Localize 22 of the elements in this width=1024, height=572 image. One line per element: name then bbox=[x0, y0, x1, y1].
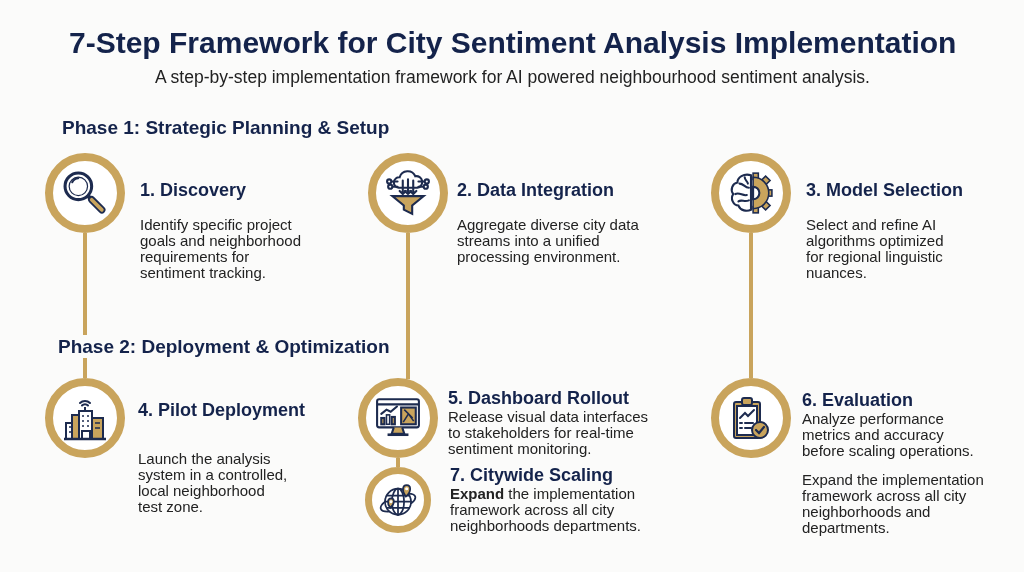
step-heading: 3. Model Selection bbox=[806, 179, 964, 201]
step-heading: 2. Data Integration bbox=[457, 179, 615, 201]
step-description: Expand the implementation framework across all city neighborhoods departments. bbox=[450, 486, 642, 534]
step-heading: 7. Citywide Scaling bbox=[450, 464, 614, 486]
step-heading: 6. Evaluation bbox=[802, 389, 914, 411]
step-description: Launch the analysis system in a controlled, local neighborhood test zone. bbox=[138, 451, 289, 515]
phase-heading: Phase 2: Deployment & Optimization bbox=[58, 335, 390, 358]
subtitle: A step-by-step implementation framework for AI powered neighbourhood sentiment analysis. bbox=[155, 67, 870, 88]
step-description: Identify specific project goals and neighborhood requirements for sentiment tracking. bbox=[140, 217, 302, 281]
step-description: Expand the implementation framework across all city neighborhoods and departments. bbox=[802, 472, 985, 536]
connector-line bbox=[406, 233, 410, 380]
step-heading: 4. Pilot Deployment bbox=[138, 399, 306, 421]
step-description: Release visual data interfaces to stakeholders for real-time sentiment monitoring. bbox=[448, 409, 650, 457]
diagram-title: 7-Step Framework for City Sentiment Analysis Implementation bbox=[69, 25, 957, 61]
step-description: Select and refine AI algorithms optimized for regional linguistic nuances. bbox=[806, 217, 945, 281]
step-description: Analyze performance metrics and accuracy before scaling operations. bbox=[802, 411, 975, 459]
step-description: Aggregate diverse city data streams into a unified processing environment. bbox=[457, 217, 640, 265]
connector-line bbox=[83, 233, 87, 378]
step-heading: 5. Dashboard Rollout bbox=[448, 387, 629, 409]
connector-line bbox=[396, 458, 400, 467]
step-heading: 1. Discovery bbox=[140, 179, 247, 201]
connector-line bbox=[749, 233, 753, 378]
